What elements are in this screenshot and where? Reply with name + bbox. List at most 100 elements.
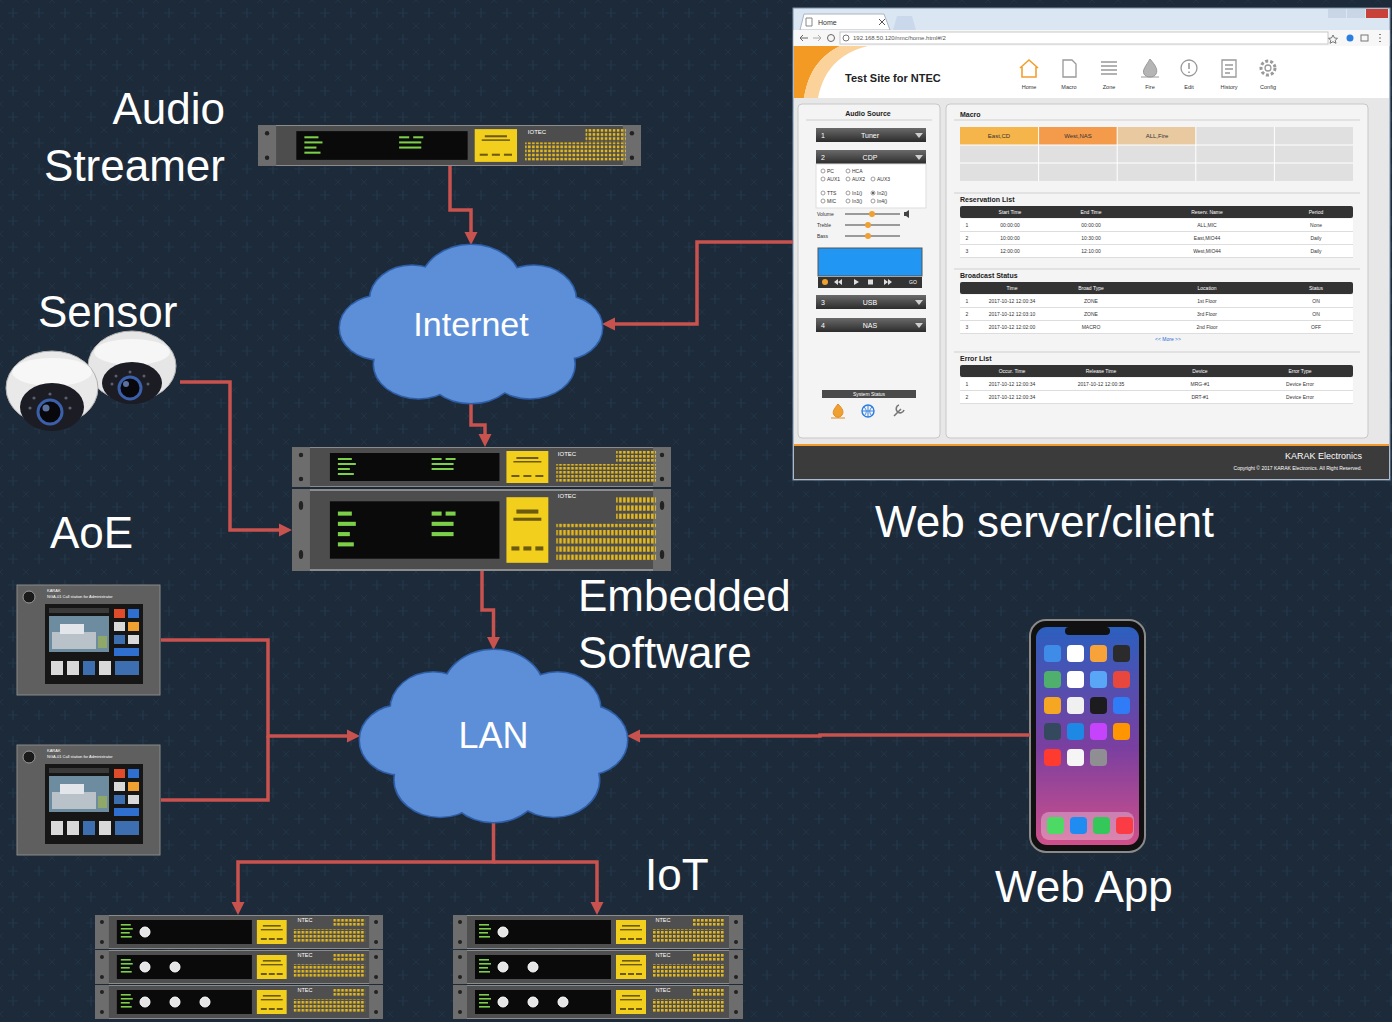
label-text: Daily [1310,248,1321,254]
text-label: USB [863,299,877,306]
browser-window [794,98,1389,444]
label-text: 2 [966,394,969,400]
text-label: IOTEC [558,451,576,457]
smartphone [1116,817,1133,834]
browser-window [1039,127,1118,145]
label-text: Home [818,19,837,26]
label-text: KARAK [47,748,61,753]
label-text: East,CD [988,133,1010,139]
text-label: IOTEC [558,493,576,499]
cloud-lobe [400,683,587,789]
text-label: System Status [853,392,885,397]
text-label: Treble [817,223,831,228]
browser-window [834,279,892,285]
label-text: 2017-10-12 12:00:34 [989,394,1035,400]
amplifier-stack [95,985,383,1019]
label-text: ON [1312,311,1320,317]
rack-device [292,447,671,487]
label-text: DRT-#1 [1191,394,1208,400]
dome-cameras [68,406,71,409]
label-text: OFF [1311,324,1321,330]
call-station [17,745,160,855]
browser-window [960,127,1353,181]
text-label: Home [818,19,837,26]
text-label: None [1310,223,1322,228]
label-text: 12:10:00 [1081,248,1100,254]
text-label: MACRO [1082,325,1101,330]
text-label: NTEC [298,953,313,959]
amplifier-stack [170,997,180,1007]
browser-window [793,8,1390,480]
browser-window [822,390,916,398]
text-label: Status [1309,286,1323,291]
label-text: AUX2 [852,176,865,182]
browser-window [846,169,850,173]
smartphone [1070,817,1087,834]
amplifier-stack [528,962,538,972]
cloud-label: LAN [458,709,528,763]
arrowhead [591,902,604,915]
label-text: Time [1007,285,1018,291]
text-label: 2017-10-12 12:00:34 [989,299,1035,304]
label-text: 1 [966,298,969,304]
label-text: IOTEC [528,129,546,135]
text-label: ON [1312,299,1320,304]
browser-window [816,128,926,142]
browser-window [915,155,923,160]
label-text: CDP [863,154,878,161]
label-text: 2 [966,311,969,317]
text-label: KARAK [47,589,61,593]
browser-window [1261,61,1275,75]
label-text: NTEC [298,987,313,993]
label-text: 2 [966,235,969,241]
label-text: 2017-10-12 12:02:00 [989,324,1035,330]
amplifier-stack [453,915,743,949]
browser-window [1141,59,1159,77]
label-text: NTEC [656,917,671,923]
browser-window [862,405,874,417]
smartphone [1090,645,1107,662]
text-label: 2 [821,154,825,161]
label-text: NTEC [656,987,671,993]
smartphone [1067,671,1084,688]
label-text: In3() [852,198,862,204]
browser-window [865,233,871,239]
text-label: AUX2 [852,177,865,182]
browser-window [1181,60,1197,76]
text-label: KARAK [47,749,61,753]
connector [161,640,360,743]
text-label: 4 [821,322,825,329]
call-station [17,585,160,695]
browser-window [884,279,892,285]
label-text: 3 [966,324,969,330]
dome-cameras [28,392,71,409]
dome-cameras [38,400,62,424]
internet-cloud: Internet [340,245,602,403]
text-label: Tuner [861,132,879,139]
text-label: MIC [827,199,836,204]
text-label: 00:00:00 [1081,223,1100,228]
text-label: 1 [966,299,969,304]
browser-window [1328,9,1346,18]
connector-line [494,862,598,905]
browser-window [879,19,885,25]
label-text: MRG-#1 [1191,381,1210,387]
label-text: Bass [817,233,828,239]
node-heading: AoE [50,506,133,560]
smartphone [1044,723,1061,740]
amplifier-stack [528,997,538,1007]
text-label: 3 [821,299,825,306]
browser-window [806,18,812,26]
label-text: None [1310,222,1322,228]
label-text: 2nd Floor [1196,324,1217,330]
label-text: 1 [966,222,969,228]
text-label: << More >> [1155,337,1181,342]
text-label: CDP [863,154,878,161]
browser-window [794,444,1389,479]
label-text: Error Type [1288,368,1311,374]
text-label: Device [1192,369,1207,374]
amplifier-stack [95,950,383,984]
browser-window [1063,60,1076,77]
amplifier-stack [498,962,508,972]
browser-window [960,206,1353,218]
